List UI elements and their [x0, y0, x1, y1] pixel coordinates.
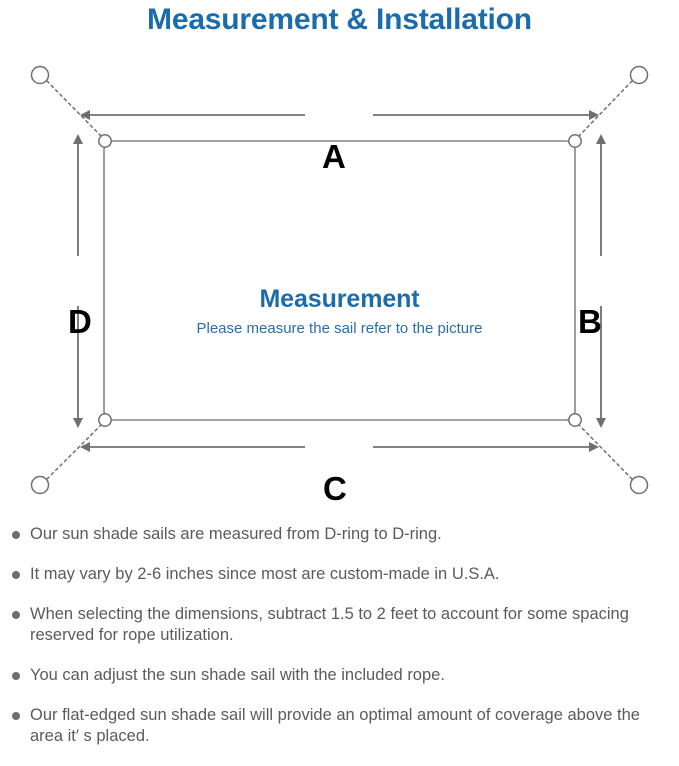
sail-center-heading: Measurement	[259, 285, 420, 313]
dimension-label-d: D	[68, 303, 92, 340]
sail-center-label: Measurement Please measure the sail refe…	[104, 284, 575, 338]
note-text: You can adjust the sun shade sail with t…	[30, 666, 445, 684]
dimension-label-b: B	[578, 303, 602, 340]
note-text: Our flat-edged sun shade sail will provi…	[30, 706, 640, 745]
diagram-svg	[30, 65, 649, 495]
bullet-icon	[12, 611, 20, 619]
rope-bottom-left	[46, 423, 103, 480]
rope-bottom-right	[577, 423, 633, 480]
bullet-icon	[12, 672, 20, 680]
d-ring-top-left	[98, 134, 112, 148]
page-title: Measurement & Installation	[147, 3, 532, 36]
list-item: It may vary by 2-6 inches since most are…	[0, 564, 679, 585]
list-item: Our sun shade sails are measured from D-…	[0, 524, 679, 545]
sail-center-subtext: Please measure the sail refer to the pic…	[196, 320, 483, 337]
dimension-label-c: C	[323, 470, 347, 507]
bullet-icon	[12, 531, 20, 539]
note-text: Our sun shade sails are measured from D-…	[30, 525, 442, 543]
d-ring-bottom-right	[568, 413, 582, 427]
anchor-ring-top-right	[629, 65, 649, 85]
bullet-icon	[12, 712, 20, 720]
anchor-ring-bottom-right	[629, 475, 649, 495]
anchor-ring-top-left	[30, 65, 50, 85]
anchor-ring-bottom-left	[30, 475, 50, 495]
d-ring-bottom-left	[98, 413, 112, 427]
sail-body	[103, 140, 576, 421]
rope-top-left	[46, 80, 103, 138]
note-text: It may vary by 2-6 inches since most are…	[30, 565, 500, 583]
dimension-label-a: A	[322, 138, 346, 175]
list-item: Our flat-edged sun shade sail will provi…	[0, 705, 679, 747]
list-item: When selecting the dimensions, subtract …	[0, 604, 679, 646]
sun-shade-sail-measurement-diagram: A B C D Measurement Please measure the s…	[0, 44, 679, 514]
note-text: When selecting the dimensions, subtract …	[30, 605, 629, 644]
notes-list: Our sun shade sails are measured from D-…	[0, 524, 679, 766]
rope-top-right	[577, 80, 633, 138]
bullet-icon	[12, 571, 20, 579]
d-ring-top-right	[568, 134, 582, 148]
list-item: You can adjust the sun shade sail with t…	[0, 665, 679, 686]
